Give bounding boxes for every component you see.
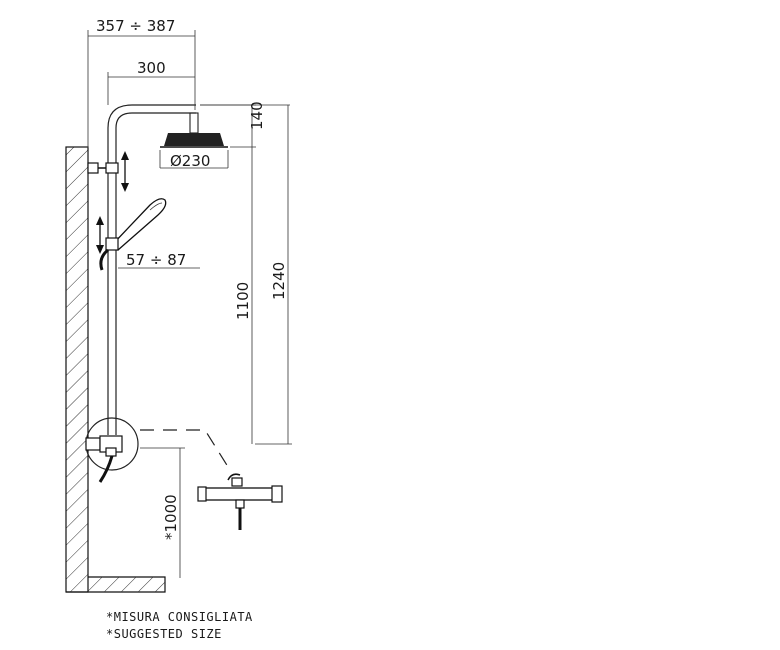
note-english: *SUGGESTED SIZE — [106, 627, 222, 641]
handshower-adjust-arrows — [96, 216, 104, 254]
mixer-leader — [140, 429, 231, 471]
wall — [65, 146, 166, 593]
dim-head-height: 140 — [248, 101, 266, 130]
hand-shower — [105, 198, 167, 251]
mixer-front — [197, 473, 283, 530]
shower-column — [107, 104, 199, 435]
mixer-side — [85, 417, 139, 483]
dim-column-height: 1100 — [234, 282, 252, 320]
shower-head — [160, 133, 228, 148]
dim-total-height: 1240 — [270, 262, 288, 300]
dim-head-diameter: Ø230 — [170, 152, 210, 170]
note-italian: *MISURA CONSIGLIATA — [106, 610, 253, 624]
dim-arm-length: 300 — [137, 59, 166, 77]
bracket-adjust-arrows — [121, 151, 129, 192]
dimension-lines — [87, 30, 292, 578]
hose-upper — [99, 248, 109, 271]
dim-mixer-height: *1000 — [162, 494, 180, 540]
dim-arm-total: 357 ÷ 387 — [96, 17, 175, 35]
wall-bracket — [87, 162, 119, 174]
dim-handshower-adjust: 57 ÷ 87 — [126, 251, 186, 269]
